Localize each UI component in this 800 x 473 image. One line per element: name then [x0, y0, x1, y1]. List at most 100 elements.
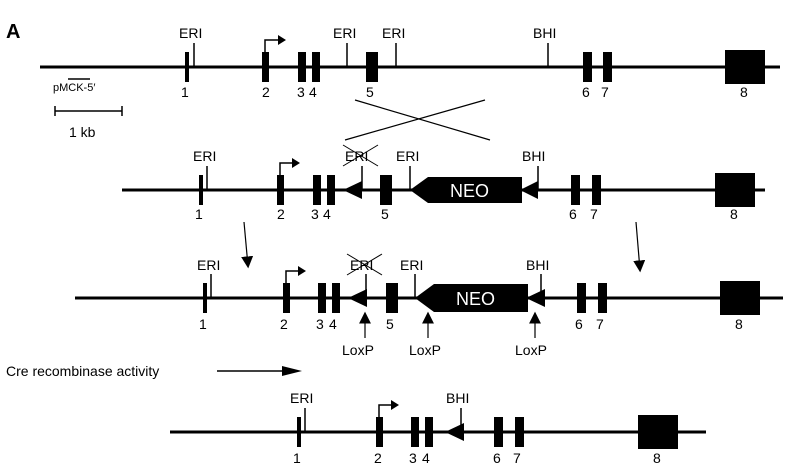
- promoter-arrow-icon: [279, 162, 292, 175]
- exon-1-label: 1: [181, 84, 189, 100]
- exon-7-label: 7: [590, 206, 598, 222]
- exon-8-label: 8: [730, 206, 738, 222]
- crossover-line: [344, 99, 486, 141]
- exon-4-label: 4: [309, 84, 317, 100]
- probe-label: pMCK-5′: [53, 82, 95, 94]
- targeted-locus: ERI 1 2 3 4 ERI 5 ERI NEO BHI: [122, 144, 765, 222]
- eri-label: ERI: [290, 390, 313, 406]
- eri-label-destroyed: ERI: [350, 257, 373, 273]
- exon-1-label: 1: [199, 316, 207, 332]
- exon-4-label: 4: [329, 316, 337, 332]
- exon-5: [386, 283, 398, 313]
- right-arrow-icon: [282, 366, 302, 376]
- exon-2: [283, 283, 290, 313]
- exon-2-label: 2: [277, 206, 285, 222]
- exon-1: [199, 175, 203, 205]
- cre-label: Cre recombinase activity: [6, 363, 159, 379]
- exon-1-label: 1: [293, 450, 301, 466]
- exon-8: [720, 281, 760, 315]
- exon-3-label: 3: [316, 316, 324, 332]
- exon-4: [312, 52, 320, 82]
- exon-7: [515, 417, 524, 447]
- exon-7-label: 7: [601, 84, 609, 100]
- exon-1-label: 1: [195, 206, 203, 222]
- exon-2: [376, 417, 383, 447]
- loxp-site-icon: [526, 289, 545, 307]
- exon-1: [203, 283, 207, 313]
- promoter-arrowhead-icon: [391, 400, 399, 410]
- exon-1: [297, 417, 301, 447]
- neo-label: NEO: [450, 181, 489, 201]
- crossover-line: [354, 99, 491, 141]
- promoter-arrow-icon: [378, 404, 391, 417]
- bhi-label: BHI: [446, 390, 469, 406]
- eri-label: ERI: [396, 148, 419, 164]
- neo-cassette: [410, 177, 522, 203]
- neo-cassette: [415, 284, 528, 312]
- exon-2: [277, 175, 284, 205]
- exon-6-label: 6: [569, 206, 577, 222]
- exon-6: [571, 175, 580, 205]
- exon-5: [380, 175, 392, 205]
- neo-label: NEO: [456, 289, 495, 309]
- exon-3: [411, 417, 419, 447]
- exon-3-label: 3: [311, 206, 319, 222]
- exon-7: [592, 175, 601, 205]
- exon-5: [366, 52, 378, 82]
- exon-7-label: 7: [513, 450, 521, 466]
- eri-label: ERI: [400, 257, 423, 273]
- scale-bar: [54, 106, 123, 116]
- exon-2-label: 2: [280, 316, 288, 332]
- exon-8-label: 8: [653, 450, 661, 466]
- loxp-label: LoxP: [342, 342, 374, 358]
- exon-5-label: 5: [381, 206, 389, 222]
- eri-label: ERI: [197, 257, 220, 273]
- exon-7: [603, 52, 612, 82]
- exon-6-label: 6: [493, 450, 501, 466]
- exon-4-label: 4: [323, 206, 331, 222]
- loxp-site-icon: [520, 181, 538, 199]
- promoter-arrow-icon: [264, 39, 278, 52]
- promoter-arrowhead-icon: [292, 158, 300, 168]
- exon-4: [332, 283, 340, 313]
- eri-label-destroyed: ERI: [345, 148, 368, 164]
- scale-bar-label: 1 kb: [69, 124, 96, 140]
- eri-label: ERI: [382, 25, 405, 41]
- promoter-arrow-icon: [285, 270, 298, 283]
- exon-2-label: 2: [374, 450, 382, 466]
- promoter-arrowhead-icon: [298, 266, 306, 276]
- eri-label: ERI: [193, 148, 216, 164]
- loxp-label: LoxP: [409, 342, 441, 358]
- loxp-site-icon: [343, 181, 362, 199]
- exon-3: [318, 283, 326, 313]
- promoter-arrowhead-icon: [278, 35, 286, 45]
- exon-4: [327, 175, 335, 205]
- down-arrow-icon: [633, 221, 646, 273]
- exon-1: [185, 52, 189, 82]
- exon-3: [313, 175, 321, 205]
- floxed-locus: ERI 1 2 3 4 ERI 5 ERI NEO BHI: [75, 253, 783, 358]
- wildtype-locus: ERI 1 2 3 4 ERI 5 ERI BHI 6 7 8: [40, 25, 780, 100]
- exon-4-label: 4: [422, 450, 430, 466]
- exon-4: [425, 417, 433, 447]
- exon-8: [638, 415, 678, 449]
- loxp-site-icon: [348, 289, 367, 307]
- exon-8: [715, 173, 755, 207]
- eri-label: ERI: [179, 25, 202, 41]
- cross-out-icon: [342, 144, 379, 167]
- exon-6: [583, 52, 592, 82]
- exon-2-label: 2: [262, 84, 270, 100]
- exon-6: [577, 283, 586, 313]
- panel-label: A: [6, 21, 20, 43]
- exon-2: [262, 52, 269, 82]
- recombined-locus: ERI 1 2 3 4 BHI 6 7 8: [170, 390, 706, 466]
- exon-6-label: 6: [575, 316, 583, 332]
- exon-6: [494, 417, 503, 447]
- exon-3-label: 3: [297, 84, 305, 100]
- exon-7-label: 7: [596, 316, 604, 332]
- exon-3: [298, 52, 306, 82]
- down-arrow-icon: [241, 221, 254, 269]
- cross-out-icon: [346, 253, 383, 276]
- exon-5-label: 5: [366, 84, 374, 100]
